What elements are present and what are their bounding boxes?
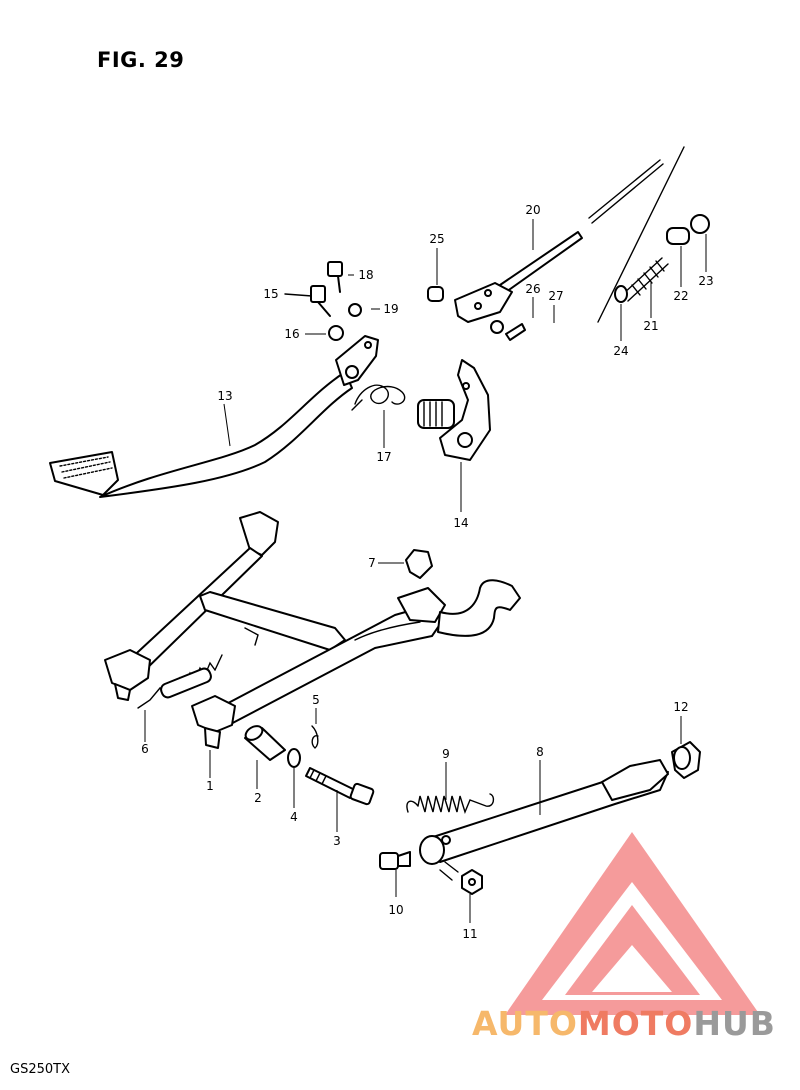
spring-6: [137, 654, 223, 709]
label-13: 13: [217, 389, 232, 403]
washer-24: [614, 285, 628, 303]
brake-pedal-13: [49, 335, 379, 498]
bolt-10: [379, 851, 411, 870]
model-code: GS250TX: [10, 1062, 70, 1077]
label-14: 14: [453, 516, 468, 530]
label-18: 18: [358, 268, 373, 282]
nut-23: [690, 214, 710, 234]
clip-5: [311, 725, 319, 749]
nut-7: [378, 549, 433, 579]
label-9: 9: [442, 747, 450, 761]
label-12: 12: [673, 700, 688, 714]
rubber-12: [671, 741, 701, 779]
label-15: 15: [263, 287, 278, 301]
label-17: 17: [376, 450, 391, 464]
label-27: 27: [548, 289, 563, 303]
pin-25: [427, 286, 444, 302]
label-10: 10: [388, 903, 403, 917]
bolt-15: [284, 285, 331, 317]
watermark-text-hub: HUB: [693, 1004, 776, 1043]
watermark-logo: [505, 832, 760, 1015]
label-20: 20: [525, 203, 540, 217]
leader-lines: [144, 219, 707, 923]
label-21: 21: [643, 319, 658, 333]
watermark-text-moto: MOTO: [577, 1004, 694, 1043]
bushing-2: [244, 725, 286, 761]
label-2: 2: [254, 791, 262, 805]
figure-title: FIG. 29: [97, 48, 185, 72]
bolt-3: [305, 767, 375, 806]
label-5: 5: [312, 693, 320, 707]
joint-22: [666, 227, 690, 245]
label-7: 7: [368, 556, 376, 570]
label-19: 19: [383, 302, 398, 316]
rod-end-21: [588, 146, 685, 323]
nut-26: [490, 320, 504, 334]
center-stand-1: [104, 511, 521, 749]
label-4: 4: [290, 810, 298, 824]
bolt-18: [327, 261, 343, 293]
label-23: 23: [698, 274, 713, 288]
watermark-text: AUTOMOTOHUB: [472, 1004, 776, 1043]
label-6: 6: [141, 742, 149, 756]
label-22: 22: [673, 289, 688, 303]
label-8: 8: [536, 745, 544, 759]
nut-11: [461, 869, 483, 895]
label-26: 26: [525, 282, 540, 296]
nut-16: [305, 325, 344, 341]
cotter-27: [505, 323, 526, 341]
label-16: 16: [284, 327, 299, 341]
side-stand-8: [419, 759, 669, 881]
nut-19: [348, 303, 362, 317]
label-11: 11: [462, 927, 477, 941]
part-labels: 1 2 3 4 5 6 7 8 9 10 11 12 13 14 15 16 1…: [141, 203, 713, 941]
label-25: 25: [429, 232, 444, 246]
washer-4: [287, 748, 301, 768]
label-1: 1: [206, 779, 214, 793]
brake-lever-14: [417, 359, 491, 461]
watermark-text-auto: AUTO: [472, 1004, 578, 1043]
label-3: 3: [333, 834, 341, 848]
spring-9: [406, 793, 495, 815]
spring-17: [351, 384, 406, 411]
label-24: 24: [613, 344, 628, 358]
brake-rod-20: [454, 231, 583, 323]
